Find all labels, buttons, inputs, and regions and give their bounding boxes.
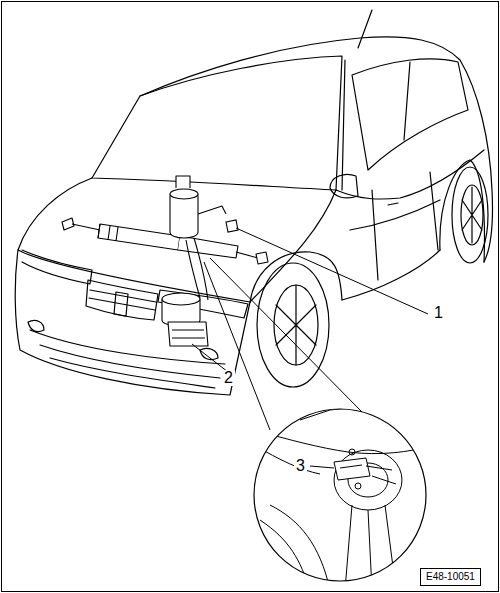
leader-3	[310, 466, 334, 468]
bolt	[349, 449, 355, 455]
door-handle	[388, 203, 398, 205]
return-line	[194, 238, 208, 300]
callout-number: 2	[222, 370, 235, 386]
tie-rod-left	[72, 224, 100, 230]
rear-rim	[461, 185, 483, 245]
sensor-connector	[340, 465, 362, 468]
pressure-line	[186, 240, 200, 298]
front-rim	[274, 285, 318, 365]
sensor-box	[226, 220, 238, 232]
brace	[300, 400, 420, 420]
panel-edge	[254, 445, 320, 474]
steering-system	[62, 176, 268, 346]
side-crease	[350, 200, 440, 230]
sill	[342, 250, 440, 300]
valve-housing	[170, 190, 198, 238]
rear-wheel	[452, 167, 488, 263]
leader-lines	[192, 228, 428, 430]
reservoir-lid	[162, 293, 200, 305]
tie-rod-end-right	[256, 252, 268, 264]
strut-tower	[334, 450, 402, 510]
rear-arch	[440, 160, 485, 262]
column-link	[198, 206, 226, 214]
front-spokes	[276, 285, 316, 365]
fog-lights	[28, 320, 218, 359]
a-pillar	[342, 60, 345, 190]
leader-1	[236, 228, 428, 314]
rack-housing	[98, 224, 180, 250]
front-wheel	[257, 263, 329, 387]
strut-body	[345, 505, 396, 590]
badge	[114, 292, 128, 316]
callout-number: 3	[294, 458, 307, 474]
side-window	[352, 59, 468, 170]
roof-outline	[140, 37, 493, 262]
detail-circle	[254, 409, 426, 581]
antenna-line	[358, 10, 372, 48]
reservoir-top	[176, 176, 190, 188]
hood-front	[18, 178, 250, 302]
body-panel	[254, 430, 430, 454]
boot-left	[98, 224, 118, 241]
grille	[86, 280, 158, 320]
callout-number: 1	[432, 305, 445, 321]
detail-view	[254, 400, 430, 590]
belt-line	[336, 150, 484, 199]
inset-ray-left	[204, 262, 270, 430]
pump-reservoir	[162, 294, 200, 326]
tie-rod-right	[236, 252, 258, 258]
inset-ray-right	[210, 258, 362, 412]
b-pillar	[404, 62, 410, 140]
pump-fins	[172, 330, 205, 338]
windshield	[92, 56, 342, 190]
rear-spokes	[462, 187, 482, 243]
car-body	[15, 10, 492, 395]
door-lines	[372, 172, 438, 280]
headlight-left	[22, 250, 92, 284]
figure-id: E48-10051	[420, 568, 481, 586]
sensor-bracket	[334, 458, 370, 480]
valve-cap	[170, 189, 198, 199]
wheel-arch-inner	[270, 505, 330, 590]
pump-unit	[168, 322, 208, 346]
sensor-cable	[366, 466, 396, 484]
leader-2	[192, 344, 228, 372]
front-face	[15, 250, 250, 395]
bolt-lower	[355, 483, 361, 489]
